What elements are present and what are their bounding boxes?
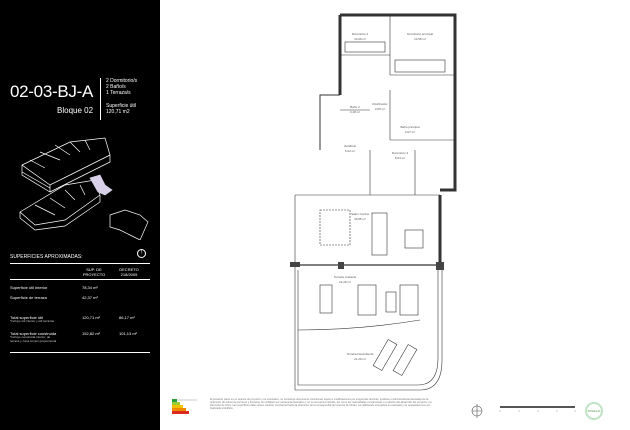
room-area: 4,07 m² (405, 130, 415, 134)
energy-rating-icon (172, 399, 197, 414)
room-area: 21,20 m² (339, 280, 351, 284)
room-area: 3,18 m² (350, 110, 360, 114)
unit-highlight (89, 174, 113, 196)
row-project: 78,34 m² (82, 285, 98, 290)
legal-disclaimer: El presente plano es un avance de proyec… (210, 398, 432, 410)
room-area: 21,20 m² (354, 357, 366, 361)
surfaces-title: SUPERFICIES APROXIMADAS: (10, 254, 83, 260)
room-label: Dormitorio 2 (352, 32, 369, 36)
room-area: 10,09 m² (354, 37, 366, 41)
room-label: Baño 2 (350, 105, 360, 109)
unit-code: 02-03-BJ-A (10, 82, 93, 101)
row-label: Superficie de terraza (10, 295, 47, 300)
room-label: Distribuidor (372, 102, 387, 106)
row-project: 120,71 m² (82, 315, 101, 320)
features-list: 2 Dormitorio/s 2 Baño/s 1 Terraza/s (106, 78, 137, 96)
row-note: *Incluye construida interior, de terraza… (10, 335, 57, 343)
row-label: Superficie útil interior (10, 285, 48, 290)
row-label: Total superficie útil (10, 315, 43, 320)
useful-area-value: 120,71 m2 (106, 109, 130, 115)
scale-bar (499, 406, 576, 412)
floor-plan: Dormitorio 210,09 m² Dormitorio principa… (290, 13, 576, 418)
room-label: Vestíbulo (344, 144, 357, 148)
useful-area-label: Superficie útil (106, 103, 137, 109)
row-project: 152,82 m² (82, 331, 101, 336)
row-decree: 101,13 m² (119, 331, 138, 336)
feature-bathrooms: 2 Baño/s (106, 84, 126, 90)
info-icon[interactable]: ! (137, 249, 146, 258)
row-project: 42,37 m² (82, 295, 98, 300)
room-label: Baño principal (400, 125, 419, 129)
room-area: 13,58 m² (414, 37, 426, 41)
row-note: *Incluye útil interior y útil terrazas (10, 319, 55, 323)
north-arrow-icon (471, 404, 483, 418)
building-isometric (19, 137, 149, 240)
eco-badge: BREEAM (585, 402, 603, 420)
room-area: 3,65 m² (375, 107, 385, 111)
divider (10, 279, 150, 280)
row-decree: 86,17 m² (119, 315, 135, 320)
row-label: Total superficie construida (10, 331, 57, 336)
divider (10, 263, 150, 264)
feature-bedrooms: 2 Dormitorio/s (106, 78, 138, 84)
room-area: 33,85 m² (354, 217, 366, 221)
unit-sidebar: 02-03-BJ-A Bloque 02 2 Dormitorio/s 2 Ba… (0, 0, 160, 430)
room-area: 5,22 m² (345, 149, 355, 153)
room-label: Terraza Cubierta (334, 275, 357, 279)
room-area: 8,64 m² (395, 156, 405, 160)
useful-area: Superficie útil 120,71 m2 (106, 103, 136, 115)
room-label: Terraza Descubierta (347, 352, 374, 356)
room-label: Dormitorio principal (407, 32, 433, 36)
room-label: Salón Cocina (351, 212, 369, 216)
divider (100, 78, 101, 120)
block-label: Bloque 02 (57, 106, 94, 115)
room-label: Dormitorio 3 (392, 151, 409, 155)
feature-terraces: 1 Terraza/s (106, 90, 131, 96)
divider (10, 352, 150, 353)
